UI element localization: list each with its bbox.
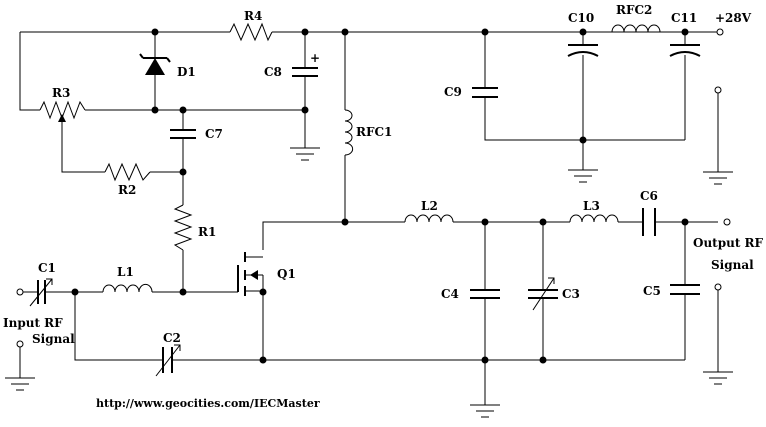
label-q1: Q1 bbox=[277, 267, 296, 281]
label-r4: R4 bbox=[244, 9, 262, 23]
resistor-r2 bbox=[104, 162, 151, 182]
ground-symbol-c10 bbox=[568, 169, 598, 183]
supply-aux-terminal bbox=[714, 86, 722, 94]
label-output-line2: Signal bbox=[711, 258, 754, 272]
capacitor-c6 bbox=[642, 208, 656, 236]
variable-capacitor-c3 bbox=[528, 277, 558, 311]
label-c11: C11 bbox=[671, 11, 697, 25]
label-url: http://www.geocities.com/IECMaster bbox=[96, 397, 320, 410]
ground-symbol-input bbox=[5, 377, 35, 391]
terminals bbox=[16, 28, 731, 348]
resistor-r3 bbox=[39, 100, 86, 136]
label-rfc2: RFC2 bbox=[616, 3, 652, 17]
capacitor-c9 bbox=[472, 87, 498, 98]
output-ground-terminal bbox=[714, 283, 722, 291]
label-rfc1: RFC1 bbox=[356, 125, 392, 139]
capacitor-c7 bbox=[170, 129, 196, 139]
resistor-r1 bbox=[173, 204, 193, 251]
component-labels: R4 D1 R3 C8 + C7 R2 R1 RFC1 Q1 C1 L1 C2 … bbox=[3, 3, 764, 410]
label-c2: C2 bbox=[163, 331, 181, 345]
label-c9: C9 bbox=[444, 85, 462, 99]
mosfet-q1 bbox=[237, 252, 264, 296]
inductor-rfc2 bbox=[611, 24, 661, 33]
capacitor-c5 bbox=[670, 284, 700, 295]
label-c5: C5 bbox=[643, 284, 661, 298]
label-l3: L3 bbox=[583, 199, 600, 213]
capacitor-c11 bbox=[669, 44, 701, 57]
label-c7: C7 bbox=[205, 127, 223, 141]
label-input-line2: Signal bbox=[32, 332, 75, 346]
resistor-r4 bbox=[229, 22, 273, 42]
label-c8-polarity: + bbox=[310, 51, 320, 65]
ground-symbol-output bbox=[703, 371, 733, 385]
label-c1: C1 bbox=[38, 261, 56, 275]
variable-capacitor-c1 bbox=[29, 278, 53, 307]
wires bbox=[19, 31, 719, 405]
label-input-line1: Input RF bbox=[3, 316, 63, 330]
label-c10: C10 bbox=[568, 11, 594, 25]
inductor-l2 bbox=[404, 214, 454, 223]
label-c3: C3 bbox=[562, 287, 580, 301]
input-ground-terminal bbox=[16, 340, 24, 348]
label-r3: R3 bbox=[52, 86, 70, 100]
ground-symbol-main bbox=[470, 404, 500, 418]
label-r2: R2 bbox=[118, 183, 136, 197]
capacitor-c10 bbox=[567, 44, 599, 57]
ground-symbol-supply bbox=[703, 171, 733, 185]
zener-diode-d1 bbox=[139, 53, 171, 75]
label-c6: C6 bbox=[640, 189, 658, 203]
capacitor-c8 bbox=[292, 67, 318, 77]
inductor-rfc1 bbox=[344, 109, 354, 156]
ground-symbols bbox=[5, 147, 733, 418]
label-output-line1: Output RF bbox=[693, 236, 764, 250]
label-l2: L2 bbox=[421, 199, 438, 213]
label-l1: L1 bbox=[117, 265, 134, 279]
label-c8: C8 bbox=[264, 65, 282, 79]
ground-symbol-c8 bbox=[290, 147, 320, 161]
supply-terminal bbox=[716, 28, 724, 36]
variable-capacitor-c2 bbox=[155, 344, 181, 377]
inductor-l1 bbox=[102, 283, 153, 293]
output-terminal bbox=[723, 218, 731, 226]
inductor-l3 bbox=[569, 214, 619, 223]
label-supply: +28V bbox=[715, 11, 752, 25]
label-c4: C4 bbox=[441, 287, 459, 301]
input-terminal bbox=[16, 288, 24, 296]
label-r1: R1 bbox=[198, 225, 216, 239]
junction-dots bbox=[71, 28, 689, 364]
capacitor-c4 bbox=[470, 289, 500, 299]
label-d1: D1 bbox=[177, 65, 196, 79]
